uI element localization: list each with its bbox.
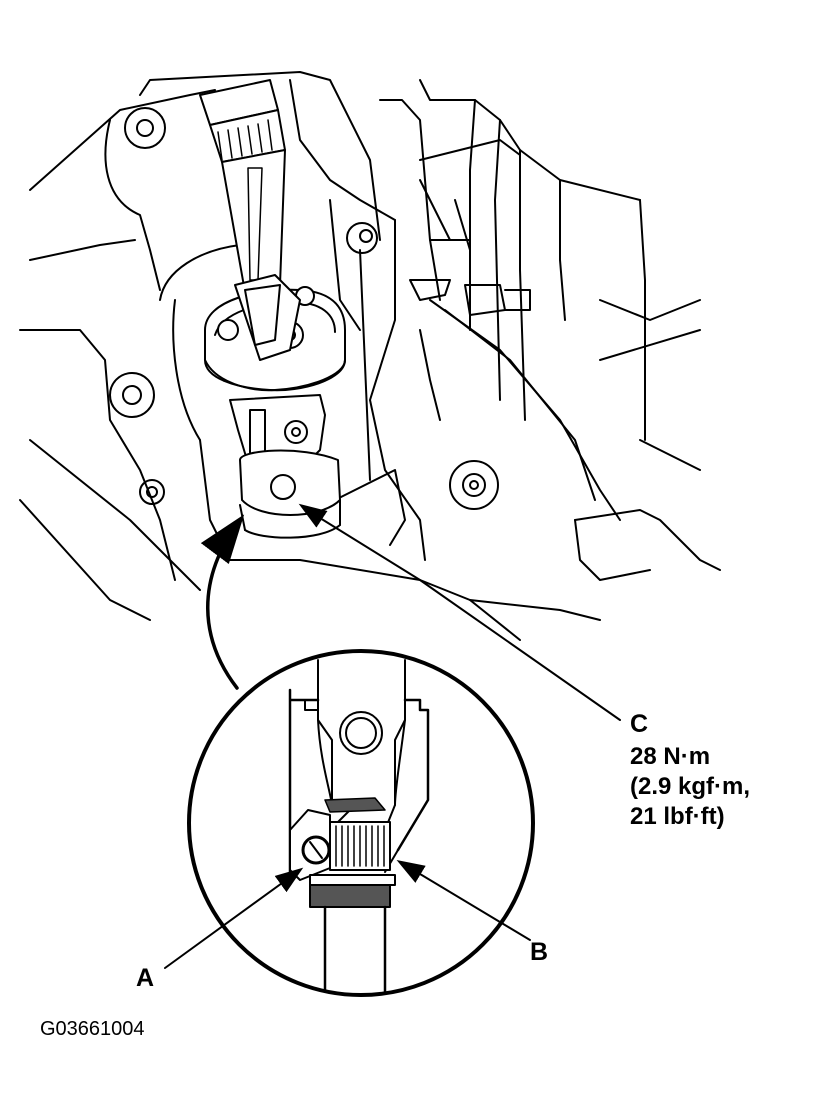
torque-lbf: 21 lbf·ft) <box>630 803 725 830</box>
figure-code: G03661004 <box>40 1018 145 1040</box>
universal-joint <box>204 274 346 539</box>
callout-a-arrow <box>164 867 304 969</box>
callout-b-arrow <box>396 859 531 941</box>
magnified-inset <box>187 649 535 997</box>
callout-c-label: C <box>630 710 649 738</box>
torque-specification: 28 N·m (2.9 kgf·m, 21 lbf·ft) <box>630 742 750 832</box>
callout-c-leader <box>319 517 621 721</box>
callout-c-arrowhead <box>298 503 328 528</box>
inset-pointer-arrow <box>200 514 245 690</box>
torque-metric: 28 N·m <box>630 743 711 770</box>
torque-kgf: (2.9 kgf·m, <box>630 773 751 800</box>
steering-shaft <box>199 79 286 293</box>
callout-a-label: A <box>136 964 155 992</box>
callout-b-label: B <box>530 938 549 966</box>
mounting-bolts <box>109 107 499 510</box>
transmission-bracket <box>409 79 721 581</box>
